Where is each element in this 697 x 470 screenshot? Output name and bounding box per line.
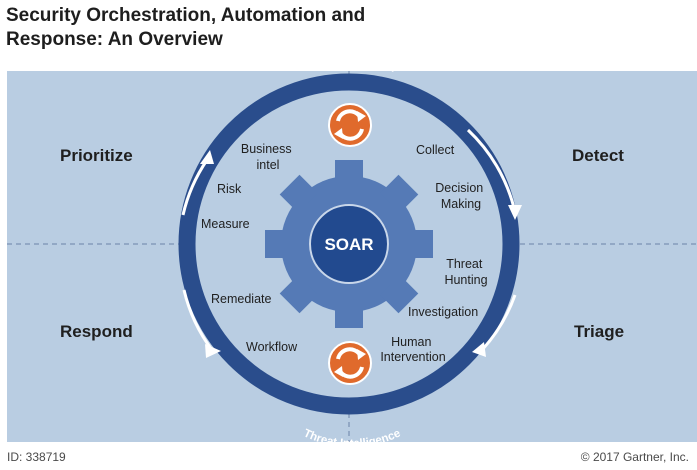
- label-collect: Collect: [416, 143, 455, 157]
- document-id: ID: 338719: [7, 450, 66, 464]
- quadrant-respond: Respond: [60, 322, 133, 341]
- quadrant-triage: Triage: [574, 322, 624, 341]
- label-remediate: Remediate: [211, 292, 271, 306]
- label-decision-making: Decision Making: [435, 181, 486, 211]
- ring-label-threat-intelligence: Threat Intelligence: [302, 427, 403, 450]
- soar-label: SOAR: [324, 235, 373, 254]
- label-investigation: Investigation: [408, 305, 478, 319]
- label-business-intel: Business intel: [241, 142, 295, 172]
- label-measure: Measure: [201, 217, 250, 231]
- orchestration-cycle-icon: [328, 103, 372, 147]
- soar-hub: [309, 204, 389, 284]
- page-title: Security Orchestration, Automation and R…: [6, 4, 365, 52]
- title-line-1: Security Orchestration, Automation and: [6, 5, 366, 26]
- label-threat-hunting: Threat Hunting: [444, 257, 487, 287]
- copyright: © 2017 Gartner, Inc.: [580, 450, 689, 464]
- label-risk: Risk: [217, 182, 242, 196]
- label-workflow: Workflow: [246, 340, 298, 354]
- arrowheads: [200, 150, 522, 358]
- label-human-intervention: Human Intervention: [380, 335, 445, 364]
- title-line-2: Response: An Overview: [6, 29, 223, 50]
- quadrant-prioritize: Prioritize: [60, 146, 133, 165]
- ring-label-orchestration: Orchestration: [317, 56, 397, 75]
- quadrant-detect: Detect: [572, 146, 624, 165]
- threat-intelligence-cycle-icon: [328, 341, 372, 385]
